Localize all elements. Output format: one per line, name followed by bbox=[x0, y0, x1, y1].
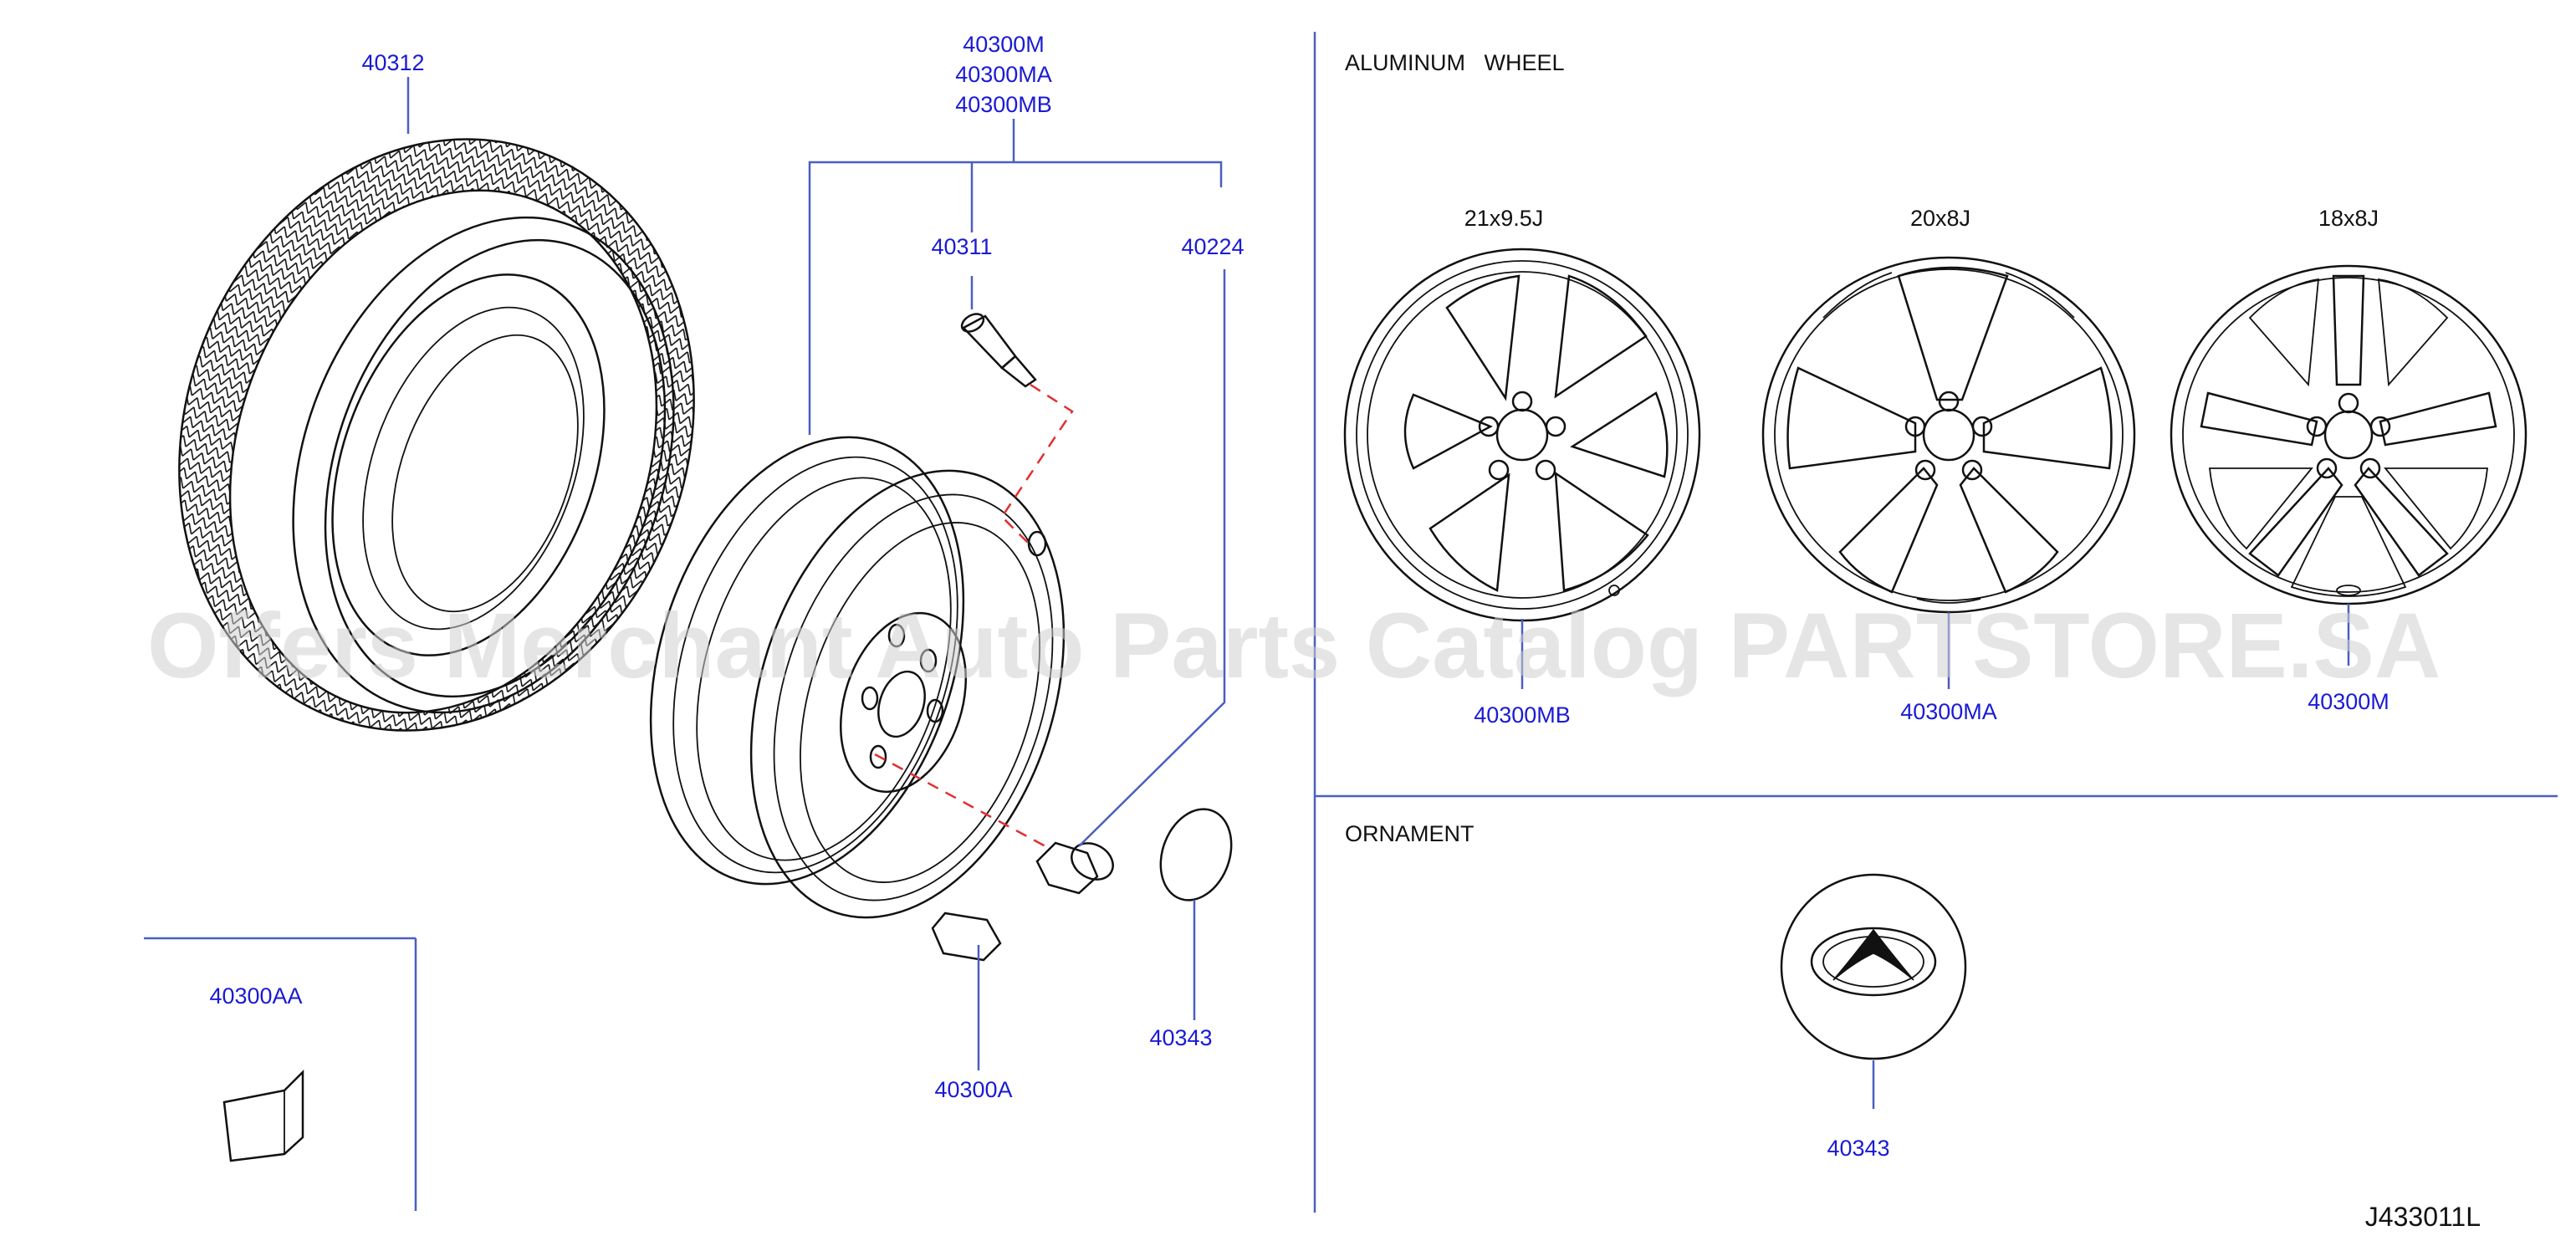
balance-weight-illustration bbox=[931, 912, 1002, 962]
steel-wheel-illustration bbox=[649, 436, 1066, 919]
alloy-wheel-18 bbox=[2170, 264, 2527, 666]
watermark: Offers Merchant Auto Parts Catalog PARTS… bbox=[147, 595, 2441, 697]
callout-wheel-assy-2[interactable]: 40300MA bbox=[955, 62, 1052, 87]
section-dividers bbox=[144, 32, 2558, 1213]
section-title-ornament: ORNAMENT bbox=[1345, 821, 1475, 846]
leader-lines-left bbox=[406, 77, 1226, 1070]
callout-balance-weight[interactable]: 40300A bbox=[934, 1077, 1012, 1102]
ornament-cap-illustration bbox=[1780, 873, 1967, 1109]
weight-clip-illustration bbox=[222, 1069, 304, 1162]
wheel-size-18: 18x8J bbox=[2318, 206, 2379, 231]
callout-alloy-21[interactable]: 40300MB bbox=[1474, 702, 1571, 728]
callout-valve[interactable]: 40311 bbox=[931, 234, 992, 259]
wheel-nut-illustration bbox=[1035, 841, 1114, 895]
callout-wheel-assy-1[interactable]: 40300M bbox=[963, 32, 1045, 57]
tire-illustration bbox=[178, 138, 695, 732]
callout-alloy-20[interactable]: 40300MA bbox=[1900, 699, 1997, 724]
callout-ornament-cap[interactable]: 40343 bbox=[1827, 1136, 1889, 1161]
wheel-size-20: 20x8J bbox=[1910, 206, 1970, 231]
callout-alloy-18[interactable]: 40300M bbox=[2308, 689, 2389, 714]
alloy-wheel-20 bbox=[1761, 256, 2136, 689]
diagram-code: J433011L bbox=[2365, 1202, 2481, 1232]
callout-weight-clip[interactable]: 40300AA bbox=[209, 983, 302, 1009]
alloy-wheel-21 bbox=[1343, 248, 1701, 689]
section-title-aluminum-wheel: ALUMINUM WHEEL bbox=[1345, 50, 1565, 75]
callout-tire[interactable]: 40312 bbox=[361, 50, 424, 75]
cap-illustration bbox=[1159, 808, 1233, 901]
wheel-size-21: 21x9.5J bbox=[1464, 206, 1544, 231]
callout-cap[interactable]: 40343 bbox=[1149, 1025, 1212, 1050]
valve-illustration bbox=[960, 313, 1037, 388]
assembly-dashed-lines bbox=[874, 383, 1074, 848]
callout-wheel-assy-3[interactable]: 40300MB bbox=[955, 92, 1052, 117]
callout-nut[interactable]: 40224 bbox=[1181, 234, 1244, 259]
